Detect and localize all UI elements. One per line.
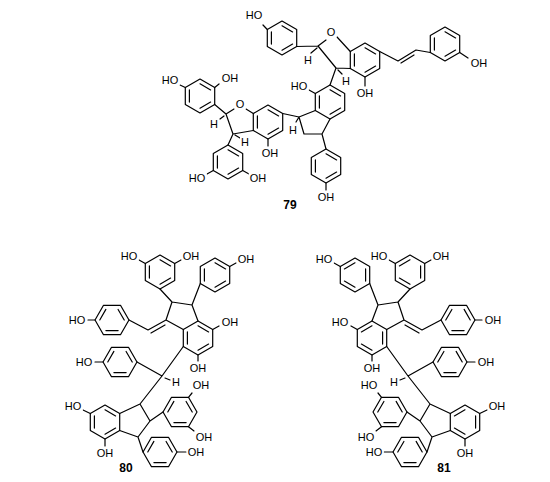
atom-label: HO	[370, 251, 389, 262]
benzene-ring	[183, 321, 212, 355]
atom-label: OH	[221, 317, 240, 328]
compound-79	[180, 21, 468, 190]
atom-label: OH	[237, 254, 256, 265]
atom-label: HO	[357, 432, 376, 443]
benzene-ring	[267, 21, 296, 55]
atom-label: OH	[456, 448, 475, 459]
atom-label: OH	[363, 363, 382, 374]
benzene-ring	[145, 255, 174, 289]
atom-label: HO	[245, 10, 264, 21]
atom-label: H	[288, 125, 298, 136]
atom-label: H	[341, 76, 351, 87]
atom-label: H	[209, 119, 219, 130]
benzene-ring	[139, 430, 181, 474]
benzene-ring	[159, 390, 201, 434]
atom-label: OH	[356, 88, 375, 99]
atom-label: HO	[188, 173, 207, 184]
atom-label: OH	[187, 447, 206, 458]
atom-label: HO	[290, 81, 309, 92]
compound-number: 81	[436, 462, 451, 474]
atom-label: OH	[317, 192, 336, 203]
benzene-ring	[185, 79, 214, 113]
atom-label: HO	[120, 251, 139, 262]
atom-label: H	[303, 55, 313, 66]
benzene-ring	[213, 145, 242, 179]
atom-label: O	[235, 99, 246, 110]
atom-label: H	[240, 137, 250, 148]
atom-label: OH	[192, 380, 211, 391]
atom-label: HO	[75, 357, 94, 368]
atom-label: H	[171, 377, 181, 388]
atom-label: OH	[249, 173, 268, 184]
atom-label: HO	[68, 315, 87, 326]
bonds	[180, 25, 468, 190]
compound-number: 80	[118, 462, 133, 474]
benzene-ring	[253, 105, 282, 139]
atom-label: HO	[64, 401, 83, 412]
benzene-ring	[91, 298, 133, 342]
benzene-ring	[350, 43, 379, 77]
atom-label: OH	[189, 363, 208, 374]
atom-label: HO	[365, 447, 384, 458]
atom-label: OH	[261, 148, 280, 159]
compound-80	[83, 255, 236, 474]
compound-81	[334, 255, 487, 474]
atom-label: OH	[488, 401, 507, 412]
atom-label: OH	[484, 315, 503, 326]
atom-label: HO	[161, 75, 180, 86]
atom-label: HO	[331, 317, 350, 328]
atom-label: OH	[432, 251, 451, 262]
benzene-ring	[315, 85, 344, 119]
atom-label: HO	[315, 254, 334, 265]
atom-label: O	[326, 27, 337, 38]
atom-label: OH	[221, 73, 240, 84]
benzene-ring	[430, 27, 459, 61]
atom-label: HO	[360, 380, 379, 391]
benzene-ring	[99, 340, 141, 384]
atom-label: H	[389, 377, 399, 388]
benzene-ring	[90, 405, 119, 439]
benzene-ring	[311, 149, 340, 183]
atom-label: OH	[470, 58, 489, 69]
atom-label: OH	[182, 251, 201, 262]
compound-number: 79	[282, 199, 297, 211]
atom-label: OH	[96, 448, 115, 459]
atom-label: OH	[195, 432, 214, 443]
bonds	[83, 260, 236, 452]
benzene-ring	[200, 258, 229, 292]
atom-label: OH	[477, 357, 496, 368]
